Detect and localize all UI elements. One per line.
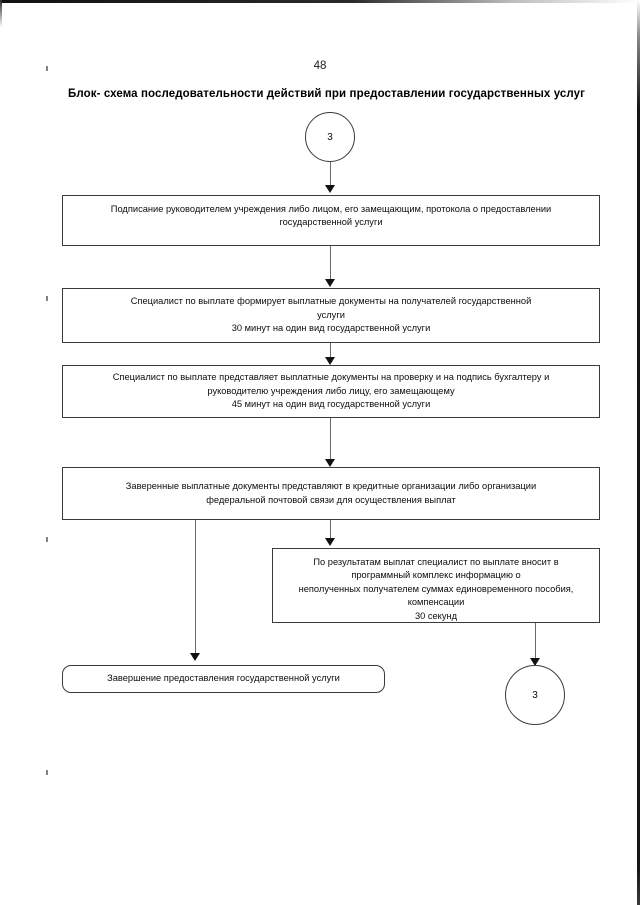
flow-step-form-documents-label: Специалист по выплате формирует выплатны… [130, 296, 532, 334]
flow-terminal-end[interactable]: Завершение предоставления государственно… [62, 665, 385, 693]
connector-line-circle-to-step1 [330, 162, 331, 187]
scan-speck [46, 770, 48, 775]
arrow-head-step1 [325, 185, 335, 193]
arrow-head-step4 [325, 459, 335, 467]
page-number: 48 [313, 60, 327, 72]
flow-step-enter-results-label: По результатам выплат специалист по выпл… [298, 557, 574, 621]
connector-circle-top[interactable]: 3 [305, 112, 355, 162]
connector-line-step2-to-step3 [330, 343, 331, 363]
connector-circle-bottom-label: 3 [532, 689, 538, 701]
scan-speck [46, 537, 48, 542]
arrow-head-circle-bottom [530, 658, 540, 666]
scan-edge-left [0, 0, 2, 905]
scan-speck [46, 296, 48, 301]
arrow-head-step3 [325, 357, 335, 365]
scan-edge-right [637, 0, 640, 905]
flow-step-sign-protocol-label: Подписание руководителем учреждения либо… [110, 204, 552, 228]
connector-line-step4-to-terminal [195, 520, 196, 658]
flow-terminal-end-label: Завершение предоставления государственно… [107, 673, 340, 684]
connector-line-step4-to-step5 [330, 520, 331, 542]
scan-speck [46, 66, 48, 71]
scan-edge-top [0, 0, 640, 3]
connector-line-step5-to-circle [535, 623, 536, 665]
flow-step-send-to-banks[interactable]: Заверенные выплатные документы представл… [62, 467, 600, 520]
flow-step-send-to-banks-label: Заверенные выплатные документы представл… [125, 481, 537, 505]
connector-line-step1-to-step2 [330, 246, 331, 282]
connector-circle-top-label: 3 [327, 131, 333, 143]
arrow-head-step2 [325, 279, 335, 287]
arrow-head-step5 [325, 538, 335, 546]
flow-step-form-documents[interactable]: Специалист по выплате формирует выплатны… [62, 288, 600, 343]
arrow-head-terminal [190, 653, 200, 661]
connector-circle-bottom[interactable]: 3 [505, 665, 565, 725]
page-title: Блок- схема последовательности действий … [68, 88, 586, 100]
flow-step-submit-documents-label: Специалист по выплате представляет выпла… [112, 372, 550, 410]
flow-step-submit-documents[interactable]: Специалист по выплате представляет выпла… [62, 365, 600, 418]
flow-step-enter-results[interactable]: По результатам выплат специалист по выпл… [272, 548, 600, 623]
flow-step-sign-protocol[interactable]: Подписание руководителем учреждения либо… [62, 195, 600, 246]
connector-line-step3-to-step4 [330, 418, 331, 465]
